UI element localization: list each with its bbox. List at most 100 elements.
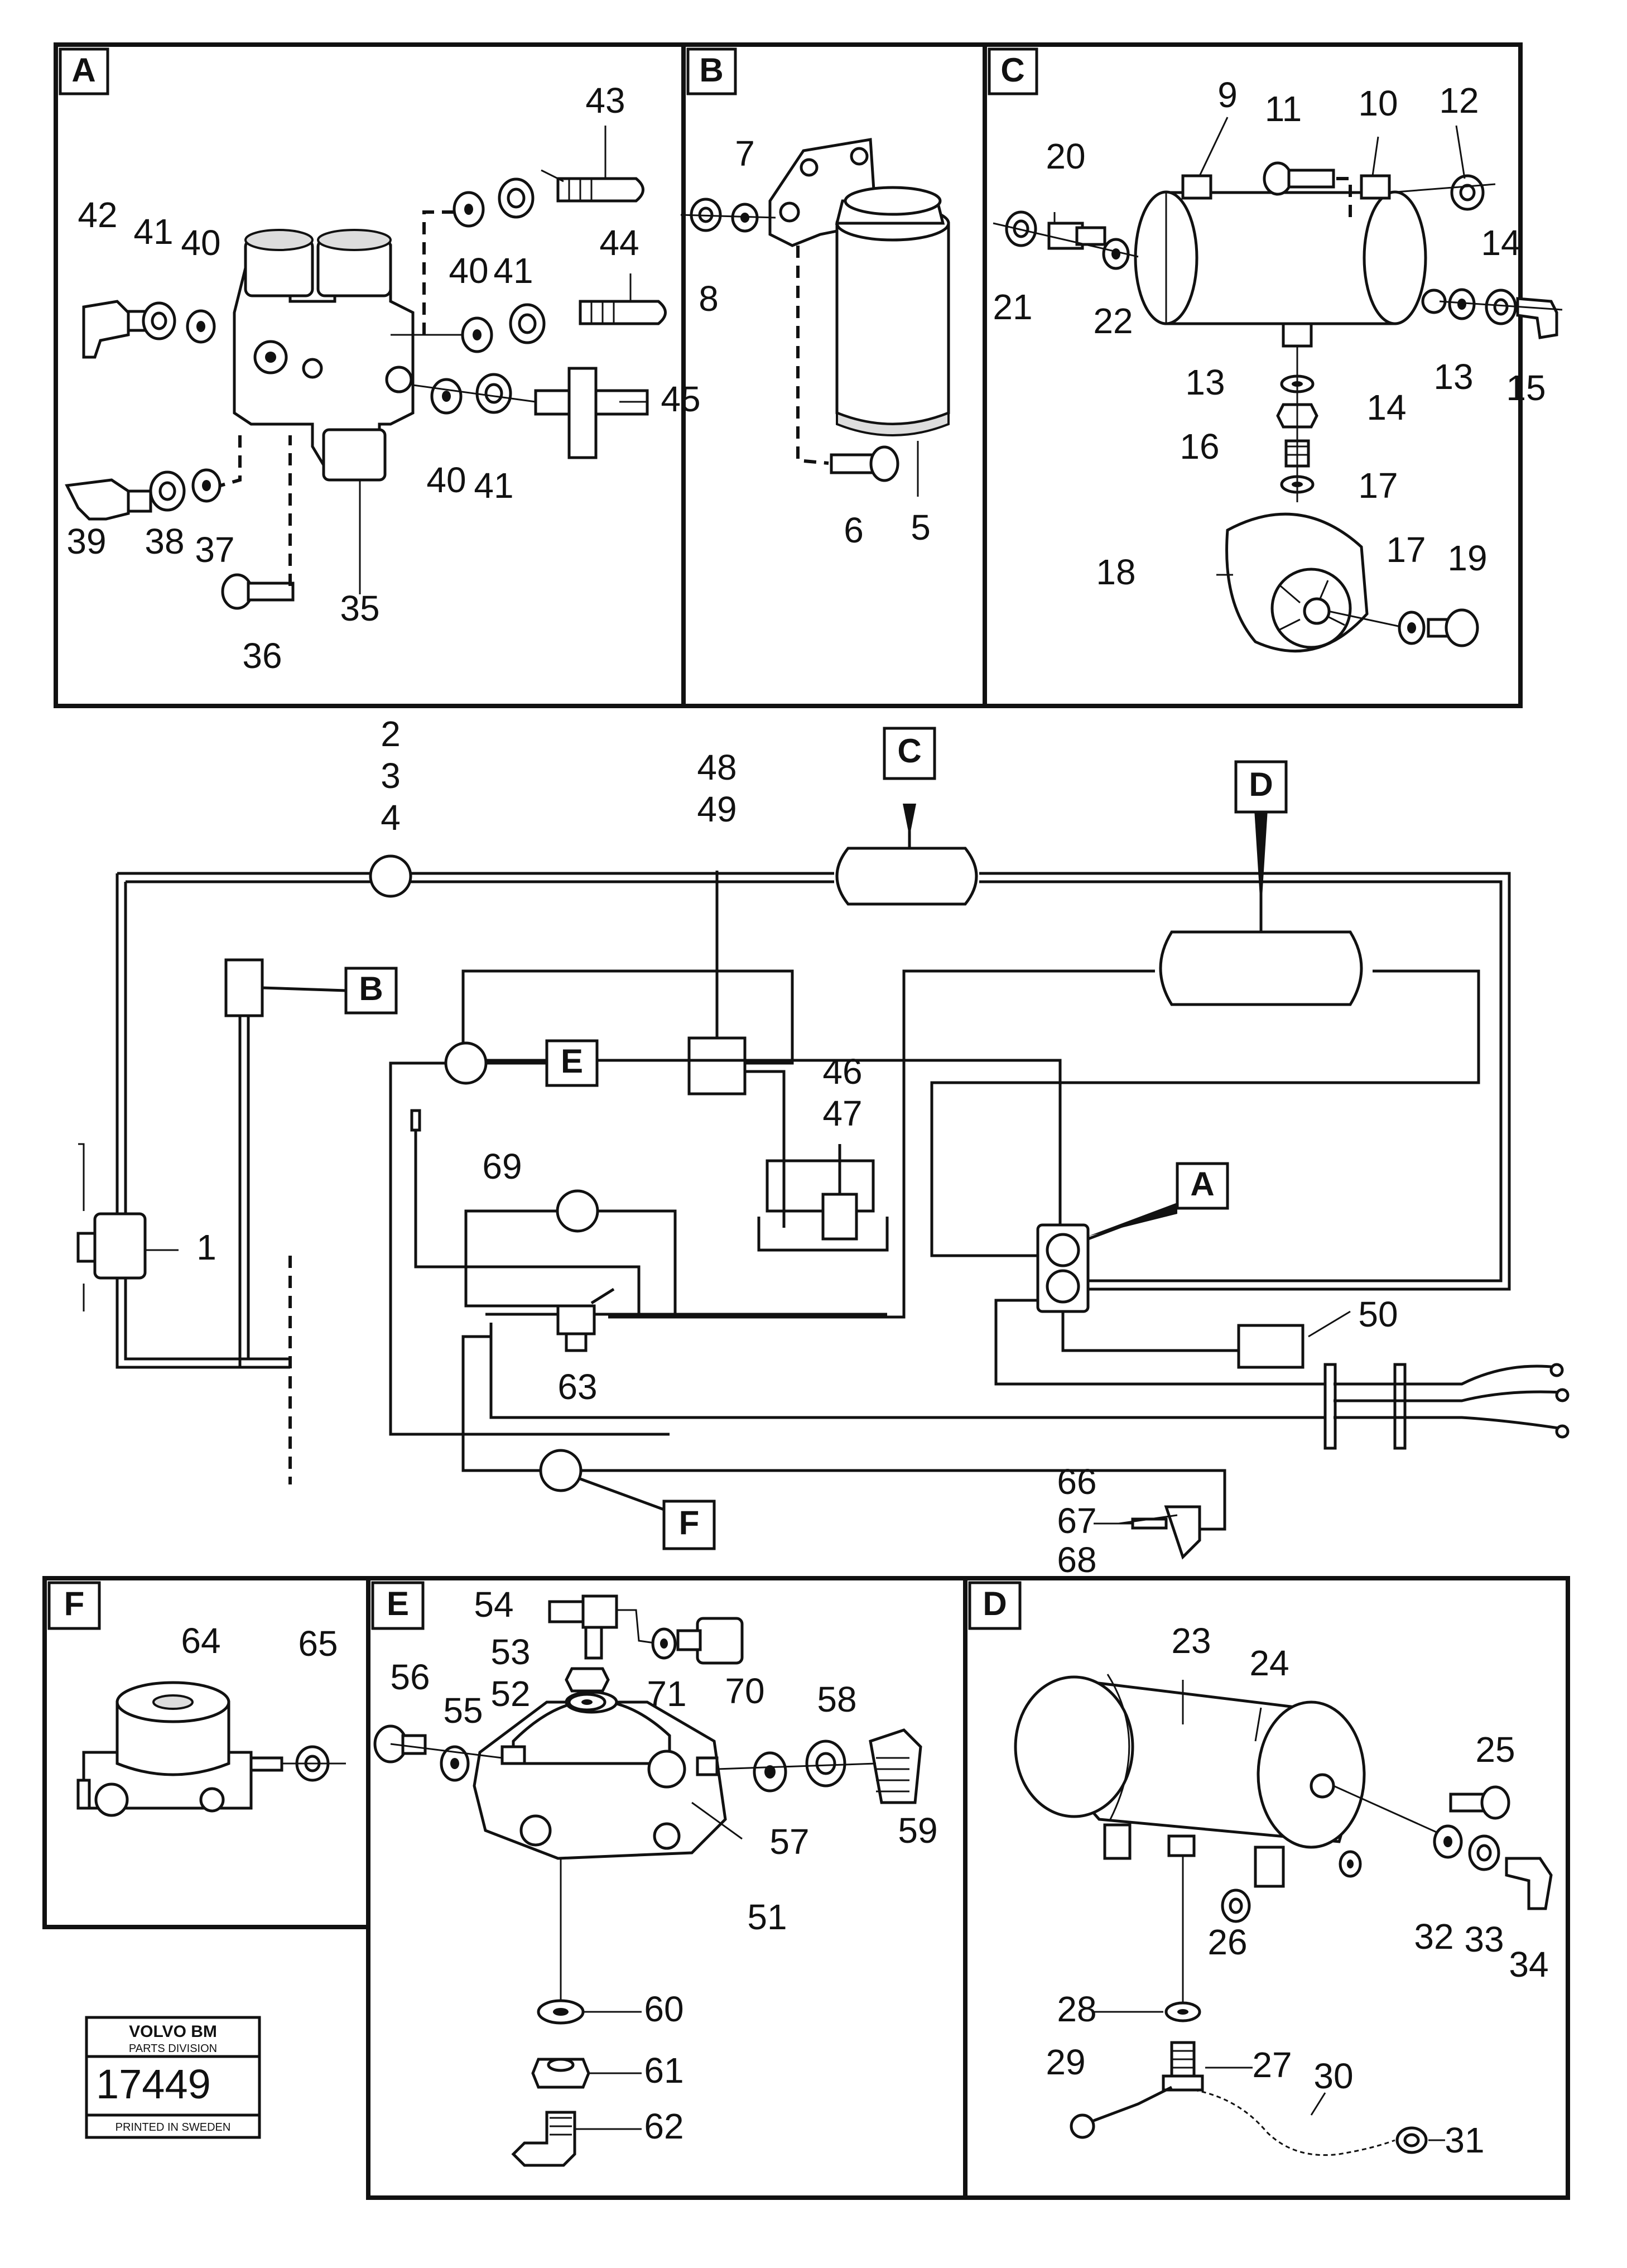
schematic-tag-d: D: [1234, 760, 1288, 814]
callout-53: 53: [490, 1632, 530, 1672]
schematic-tag-e-text: E: [561, 1042, 583, 1080]
panel-label-a: A: [59, 47, 109, 95]
callout-9: 9: [1217, 75, 1238, 115]
callout-51: 51: [747, 1897, 787, 1937]
dash-b1: [796, 246, 829, 465]
callout-36: 36: [242, 636, 282, 676]
nipple-59: [869, 1728, 922, 1804]
washer-57: [753, 1751, 787, 1793]
callout-63: 63: [557, 1367, 597, 1407]
bottom-panels-frame: [366, 1576, 1570, 2200]
callout-24: 24: [1249, 1643, 1289, 1683]
callout-58: 58: [817, 1679, 856, 1719]
elbow-62: [511, 2111, 576, 2167]
panel-a-drawing: [65, 169, 667, 610]
callout-22: 22: [1093, 301, 1133, 341]
sensor-stub: [410, 1109, 421, 1132]
pipe-left-inner: [124, 882, 290, 1361]
washer-32: [1433, 1824, 1463, 1859]
pressure-valve-64: [76, 1681, 253, 1817]
elbow-34: [1505, 1857, 1553, 1910]
panel-label-c-text: C: [1000, 51, 1024, 89]
callout-54: 54: [474, 1584, 513, 1625]
callout-7: 7: [735, 133, 755, 174]
schematic-tag-b: B: [344, 967, 398, 1015]
panel-label-a-text: A: [71, 51, 95, 89]
callout-2: 2: [381, 714, 401, 754]
schematic-tag-c: C: [883, 727, 936, 780]
panel-label-b-text: B: [699, 51, 723, 89]
pipe-69: [464, 1209, 677, 1317]
panel-b-drawing: [680, 138, 950, 482]
callout-65: 65: [298, 1623, 338, 1664]
panel-label-d: D: [968, 1581, 1022, 1630]
nut-38: [149, 470, 186, 512]
washer-40-upper: [453, 191, 485, 228]
plug-19: [1427, 608, 1479, 647]
filter-housing-5: [835, 186, 950, 436]
callout-26: 26: [1207, 1922, 1247, 1962]
schematic-filter-b: [224, 958, 346, 1367]
schematic-valve-69: [556, 1189, 599, 1233]
air-tank-23-24: [1014, 1674, 1366, 1888]
nut-33: [1468, 1834, 1500, 1871]
schematic-tag-f-text: F: [679, 1504, 700, 1541]
plug-56: [373, 1724, 427, 1764]
panel-label-c: C: [988, 47, 1038, 95]
hose-nipple-44: [579, 300, 667, 325]
callout-17-drain: 17: [1358, 465, 1398, 506]
schematic-tag-c-text: C: [897, 732, 921, 770]
chain-30: [1193, 2089, 1395, 2156]
pipe-f: [461, 1335, 1226, 1531]
panel-label-f-text: F: [64, 1585, 85, 1622]
callout-52: 52: [490, 1674, 530, 1714]
callout-38: 38: [145, 521, 184, 561]
callout-28: 28: [1057, 1989, 1096, 2029]
nut-41-upper: [498, 177, 535, 219]
callout-25: 25: [1475, 1729, 1515, 1770]
schematic-tag-a-text: A: [1190, 1165, 1214, 1203]
axis-c-bottom: [1327, 610, 1407, 629]
washer-40-left: [186, 309, 216, 344]
callout-16: 16: [1180, 426, 1219, 467]
stud-f: [249, 1756, 283, 1772]
schematic-drain-66-67-68: [1094, 1505, 1201, 1560]
pressure-switch-70: [676, 1617, 744, 1665]
washer-60: [537, 1999, 585, 2025]
pipe-main-top: [117, 872, 1511, 1291]
logo-printed: PRINTED IN SWEDEN: [115, 2121, 231, 2134]
compressor-1: [76, 1143, 147, 1311]
screw-11: [1263, 161, 1335, 196]
leader-f: [580, 1477, 665, 1511]
callout-14-drain: 14: [1366, 387, 1406, 427]
axis-e-left: [390, 1743, 503, 1759]
callout-34: 34: [1509, 1944, 1548, 1984]
air-tank-9: [1134, 174, 1447, 348]
washer-71: [651, 1627, 677, 1660]
callout-41-left: 41: [133, 212, 173, 252]
elbow-42: [82, 300, 152, 359]
callout-45: 45: [661, 379, 700, 419]
schematic-pressure-switch-e: [444, 1041, 488, 1085]
schematic-valve-2-3-4: [369, 854, 412, 898]
callout-20: 20: [1046, 136, 1085, 176]
callout-48: 48: [697, 747, 737, 787]
washer-28: [1164, 2001, 1201, 2022]
axis-b1: [680, 214, 776, 219]
brake-system-schematic: B C D: [76, 727, 1570, 1560]
callout-64: 64: [181, 1621, 220, 1661]
washer-52: [567, 1693, 606, 1712]
schematic-valve-63: [485, 1287, 1350, 1419]
schematic-dual-valve-a: [994, 1203, 1350, 1386]
callout-13-right: 13: [1433, 357, 1473, 397]
elbow-39: [65, 478, 152, 521]
schematic-solenoid-46-47: [757, 1144, 889, 1252]
pipe-sensor: [414, 1130, 641, 1317]
schematic-tank-c: [835, 804, 978, 906]
callout-66: 66: [1057, 1462, 1096, 1502]
callout-30: 30: [1313, 2056, 1353, 2096]
callout-41-upper: 41: [493, 251, 533, 291]
schematic-tag-f: F: [662, 1500, 716, 1550]
callout-6: 6: [844, 510, 864, 550]
callout-14-right: 14: [1481, 223, 1520, 263]
